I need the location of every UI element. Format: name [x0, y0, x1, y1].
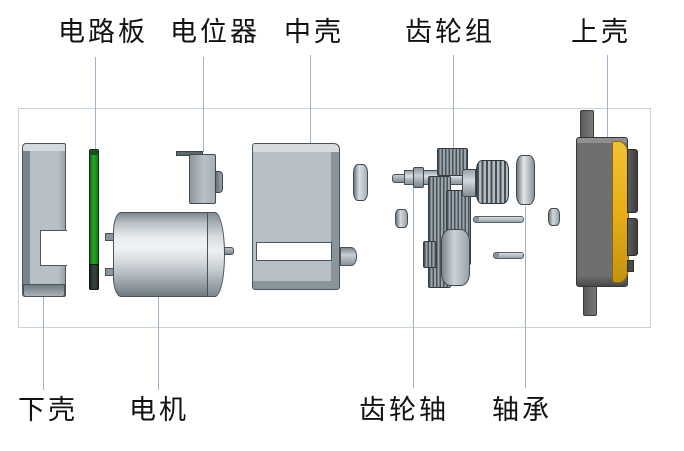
label-motor: 电机	[129, 395, 189, 426]
gear-top	[437, 148, 468, 176]
pcb-connector	[89, 264, 99, 290]
motor-cylinder	[113, 212, 208, 297]
leader-potentiometer	[203, 57, 204, 152]
leader-motor	[158, 296, 159, 390]
gear-disc	[441, 229, 470, 286]
potentiometer-body	[189, 154, 216, 204]
leader-gear-set	[453, 55, 454, 150]
lower-shell-part	[22, 143, 66, 297]
label-circuit-board: 电路板	[58, 17, 148, 48]
lower-shell-notch	[40, 230, 67, 266]
upper-shell-side-block-lower	[627, 218, 638, 256]
output-gear-spline-drum	[476, 160, 509, 204]
gear-pin-lower	[493, 252, 524, 259]
label-potentiometer: 电位器	[170, 17, 260, 48]
potentiometer-shaft	[215, 171, 223, 193]
upper-shell-side-block-upper	[627, 149, 638, 213]
diagram-frame	[18, 108, 651, 328]
label-gear-shaft: 齿轮轴	[359, 395, 449, 426]
middle-shell-body	[252, 143, 340, 290]
leader-circuit-board	[95, 57, 96, 149]
label-upper-shell: 上壳	[571, 17, 631, 48]
leader-bearing	[525, 206, 526, 388]
bearing-ring-right	[516, 155, 535, 205]
output-gear-collar	[462, 169, 476, 197]
bearing-ring-left	[353, 164, 368, 201]
upper-shell-side-nub	[627, 260, 634, 272]
leader-lower-shell	[43, 293, 44, 390]
middle-shell-boss	[340, 247, 357, 266]
leader-middle-shell	[310, 55, 311, 143]
gear-shaft-collar	[413, 167, 424, 188]
label-bearing: 轴承	[492, 395, 552, 426]
label-middle-shell: 中壳	[284, 17, 344, 48]
gear-small-left	[423, 241, 437, 268]
upper-shell-bottom-tab	[583, 283, 597, 316]
lower-shell-foot	[23, 284, 65, 297]
leader-upper-shell	[607, 55, 608, 141]
leader-gear-shaft	[413, 186, 414, 388]
small-bushing-left	[395, 209, 408, 228]
motor-shaft	[224, 247, 234, 255]
small-bushing-right	[548, 208, 560, 226]
middle-shell-slot	[256, 242, 332, 261]
label-lower-shell: 下壳	[18, 395, 78, 426]
label-gear-set: 齿轮组	[405, 17, 495, 48]
gear-pin-upper	[473, 216, 524, 223]
